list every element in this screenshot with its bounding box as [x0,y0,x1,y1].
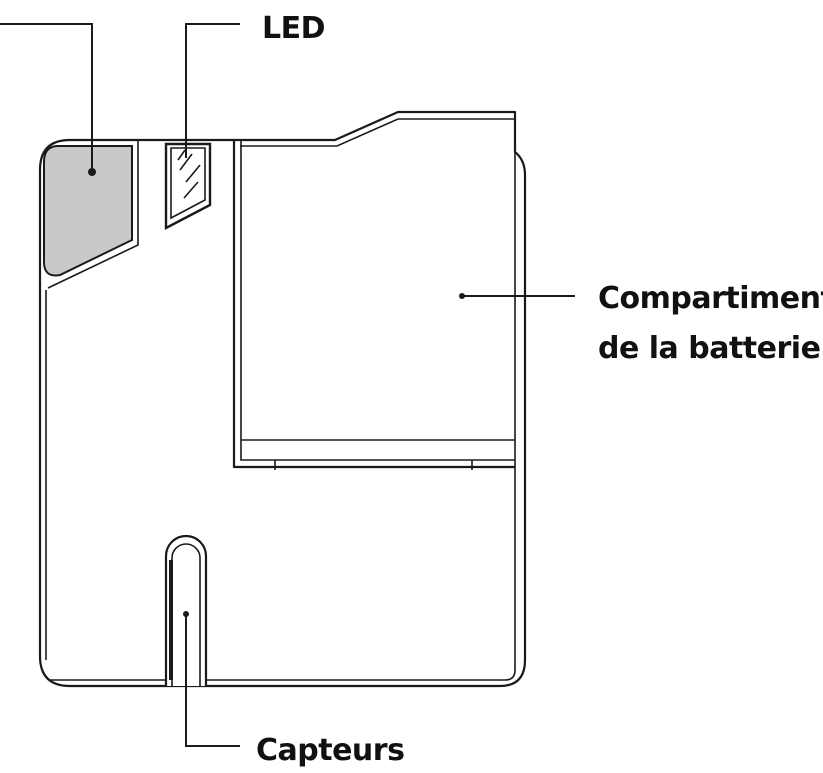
led-label: LED [262,11,325,46]
grey-pad-dot [88,168,96,176]
device-body-outline [38,110,527,688]
device-top-edge-inner [240,118,515,147]
sensor-leader [185,616,240,747]
grey-pad-leader [0,23,93,170]
battery-compartment [232,140,515,469]
led-window [164,142,212,230]
sensor-slot-inner [171,543,201,686]
led-window-inner [170,147,206,220]
led-reflection-1 [177,149,201,183]
led-reflection-2 [183,181,199,199]
led-leader [185,23,240,158]
sensor-strip-left [169,560,173,680]
battery-label-line1: Compartiment [598,281,823,316]
sensor-dot [183,611,189,617]
grey-pad [43,145,133,277]
battery-compartment-inner-left [240,140,515,461]
battery-label-line2: de la batterie [598,331,820,366]
grey-pad-edge [47,140,139,289]
device-right-edge-inner [504,152,516,681]
sensors-label: Capteurs [256,733,404,768]
